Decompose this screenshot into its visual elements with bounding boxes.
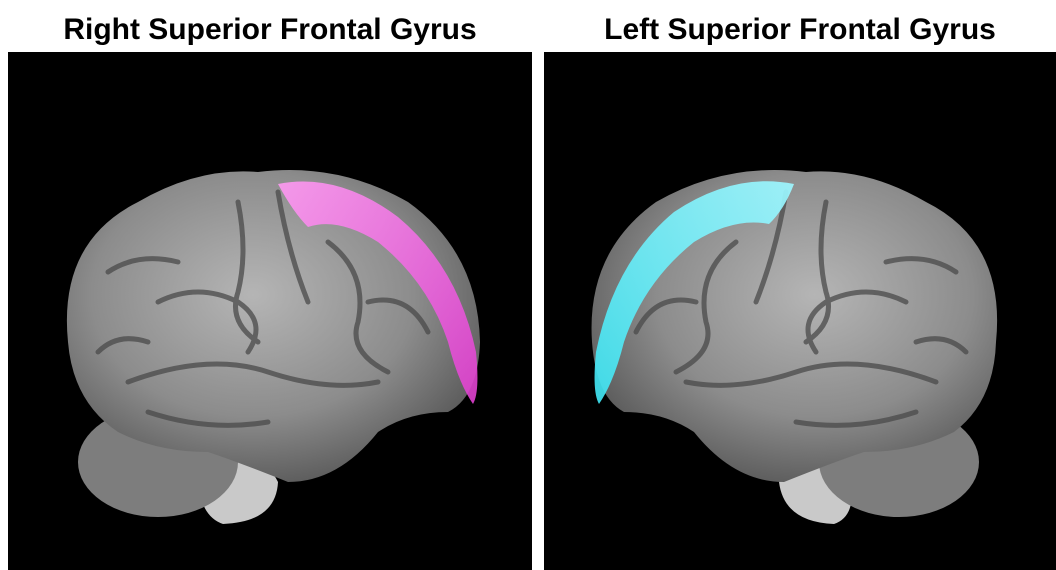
right-brain-render xyxy=(8,52,532,570)
left-brain-panel xyxy=(544,52,1056,570)
right-sfg-title: Right Superior Frontal Gyrus xyxy=(8,10,532,50)
left-sfg-title: Left Superior Frontal Gyrus xyxy=(544,10,1056,50)
brain-surface xyxy=(67,170,480,482)
right-brain-panel xyxy=(8,52,532,570)
left-brain-render xyxy=(544,52,1056,570)
brain-surface xyxy=(592,170,998,482)
